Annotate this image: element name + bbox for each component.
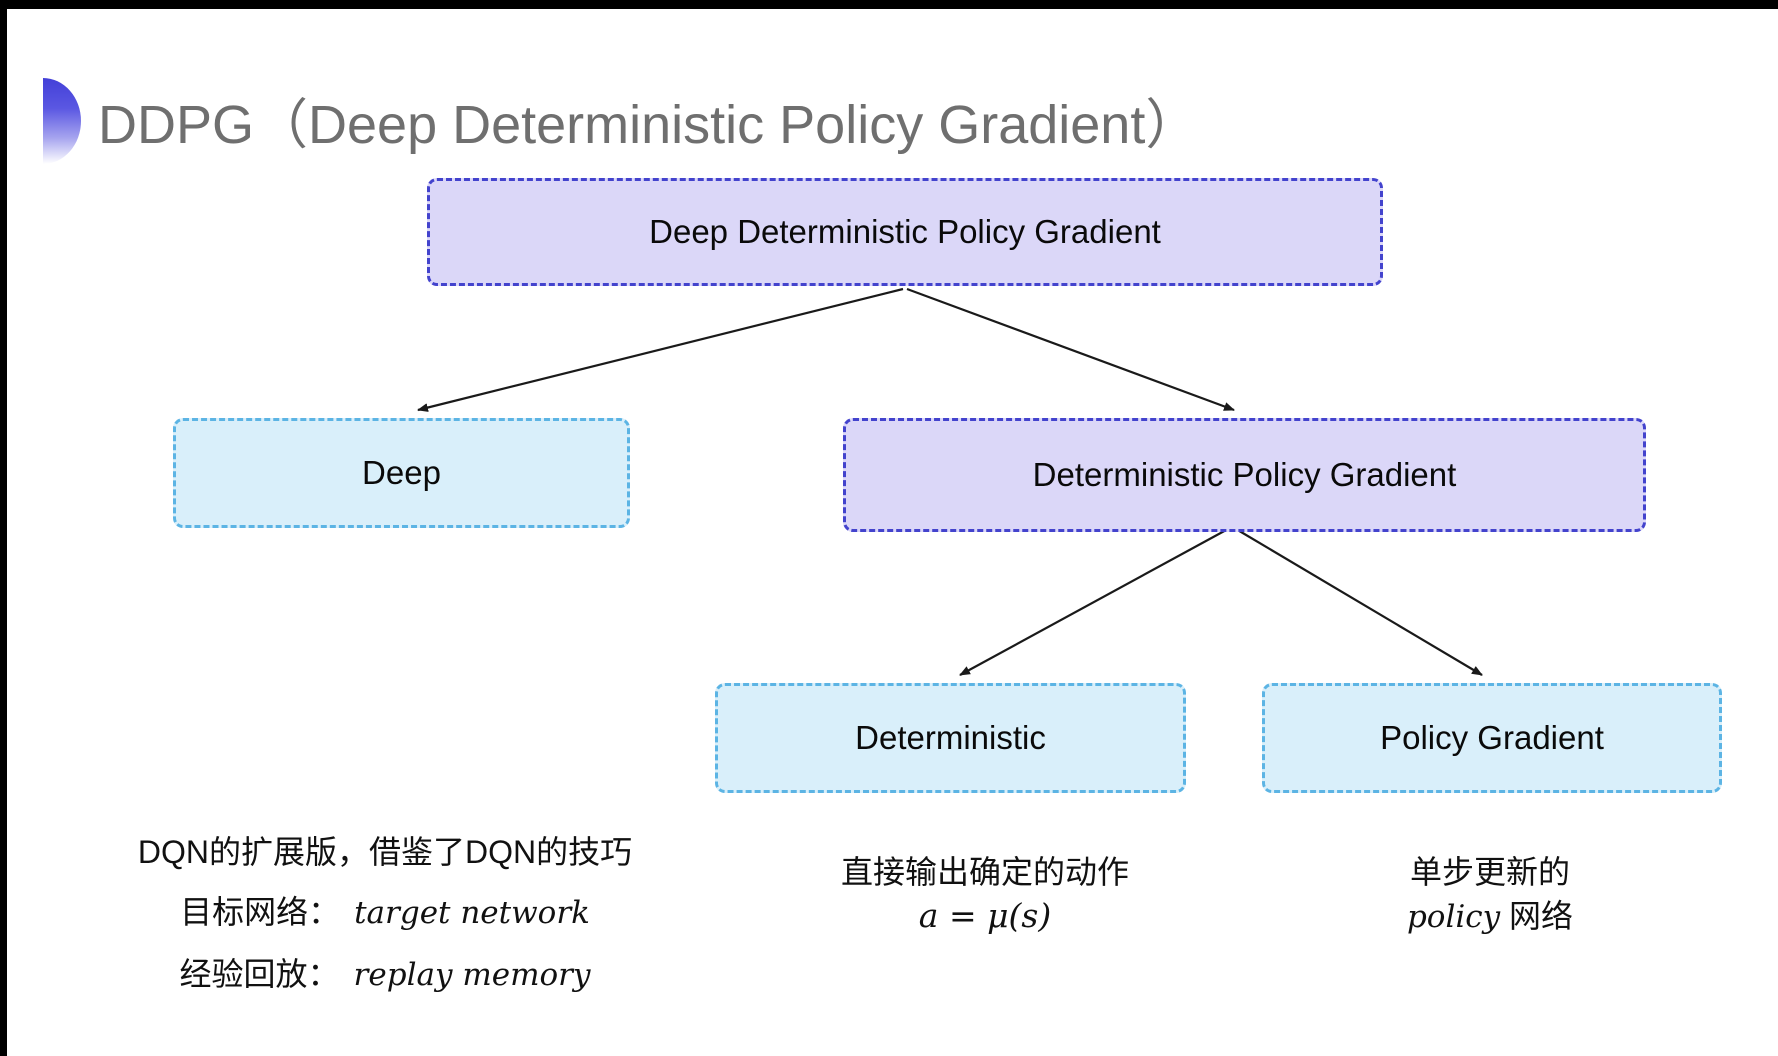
node-root: Deep Deterministic Policy Gradient xyxy=(427,178,1383,286)
note-policy-gradient: 单步更新的 policy 网络 xyxy=(1407,852,1573,937)
note-deterministic-formula: a = μ(s) xyxy=(918,896,1052,935)
note-policy-gradient-suffix: 网络 xyxy=(1500,898,1574,934)
note-policy-gradient-word: policy xyxy=(1406,899,1501,935)
note-deep-target-value: target network xyxy=(354,895,590,931)
node-deep-label: Deep xyxy=(362,454,441,491)
note-deep-replay-value: replay memory xyxy=(353,957,591,993)
note-deep-target-line: 目标网络： target network xyxy=(138,892,632,933)
page-title: DDPG（Deep Deterministic Policy Gradient） xyxy=(98,95,1200,155)
note-deep-target-label: 目标网络： xyxy=(180,894,341,930)
note-deterministic-line1: 直接输出确定的动作 xyxy=(840,854,1130,890)
node-policy-gradient: Policy Gradient xyxy=(1262,683,1722,793)
node-deterministic-policy-gradient: Deterministic Policy Gradient xyxy=(843,418,1646,532)
note-deterministic: 直接输出确定的动作 a = μ(s) xyxy=(841,852,1129,936)
arrow-dpg-to-deterministic xyxy=(959,528,1229,676)
node-policy-gradient-label: Policy Gradient xyxy=(1380,719,1604,756)
node-deterministic-label: Deterministic xyxy=(855,719,1046,756)
title-bullet-icon xyxy=(43,78,81,164)
arrow-dpg-to-policy-gradient xyxy=(1235,528,1483,676)
note-deep-line1: DQN的扩展版，借鉴了DQN的技巧 xyxy=(137,834,633,870)
node-deterministic: Deterministic xyxy=(715,683,1186,793)
note-policy-gradient-line1: 单步更新的 xyxy=(1409,854,1570,890)
letterbox-top-bar xyxy=(0,0,1778,9)
arrow-root-to-dpg xyxy=(906,287,1235,412)
node-root-label: Deep Deterministic Policy Gradient xyxy=(649,213,1161,250)
arrow-root-to-deep xyxy=(417,287,904,412)
node-dpg-label: Deterministic Policy Gradient xyxy=(1032,456,1457,493)
note-deep-replay-line: 经验回放： replay memory xyxy=(138,954,632,995)
letterbox-left-bar xyxy=(0,0,7,1056)
note-policy-gradient-line2: policy 网络 xyxy=(1407,896,1573,937)
note-deep: DQN的扩展版，借鉴了DQN的技巧 目标网络： target network 经验… xyxy=(138,832,632,995)
node-deep: Deep xyxy=(173,418,630,528)
note-deep-replay-label: 经验回放： xyxy=(179,956,340,992)
